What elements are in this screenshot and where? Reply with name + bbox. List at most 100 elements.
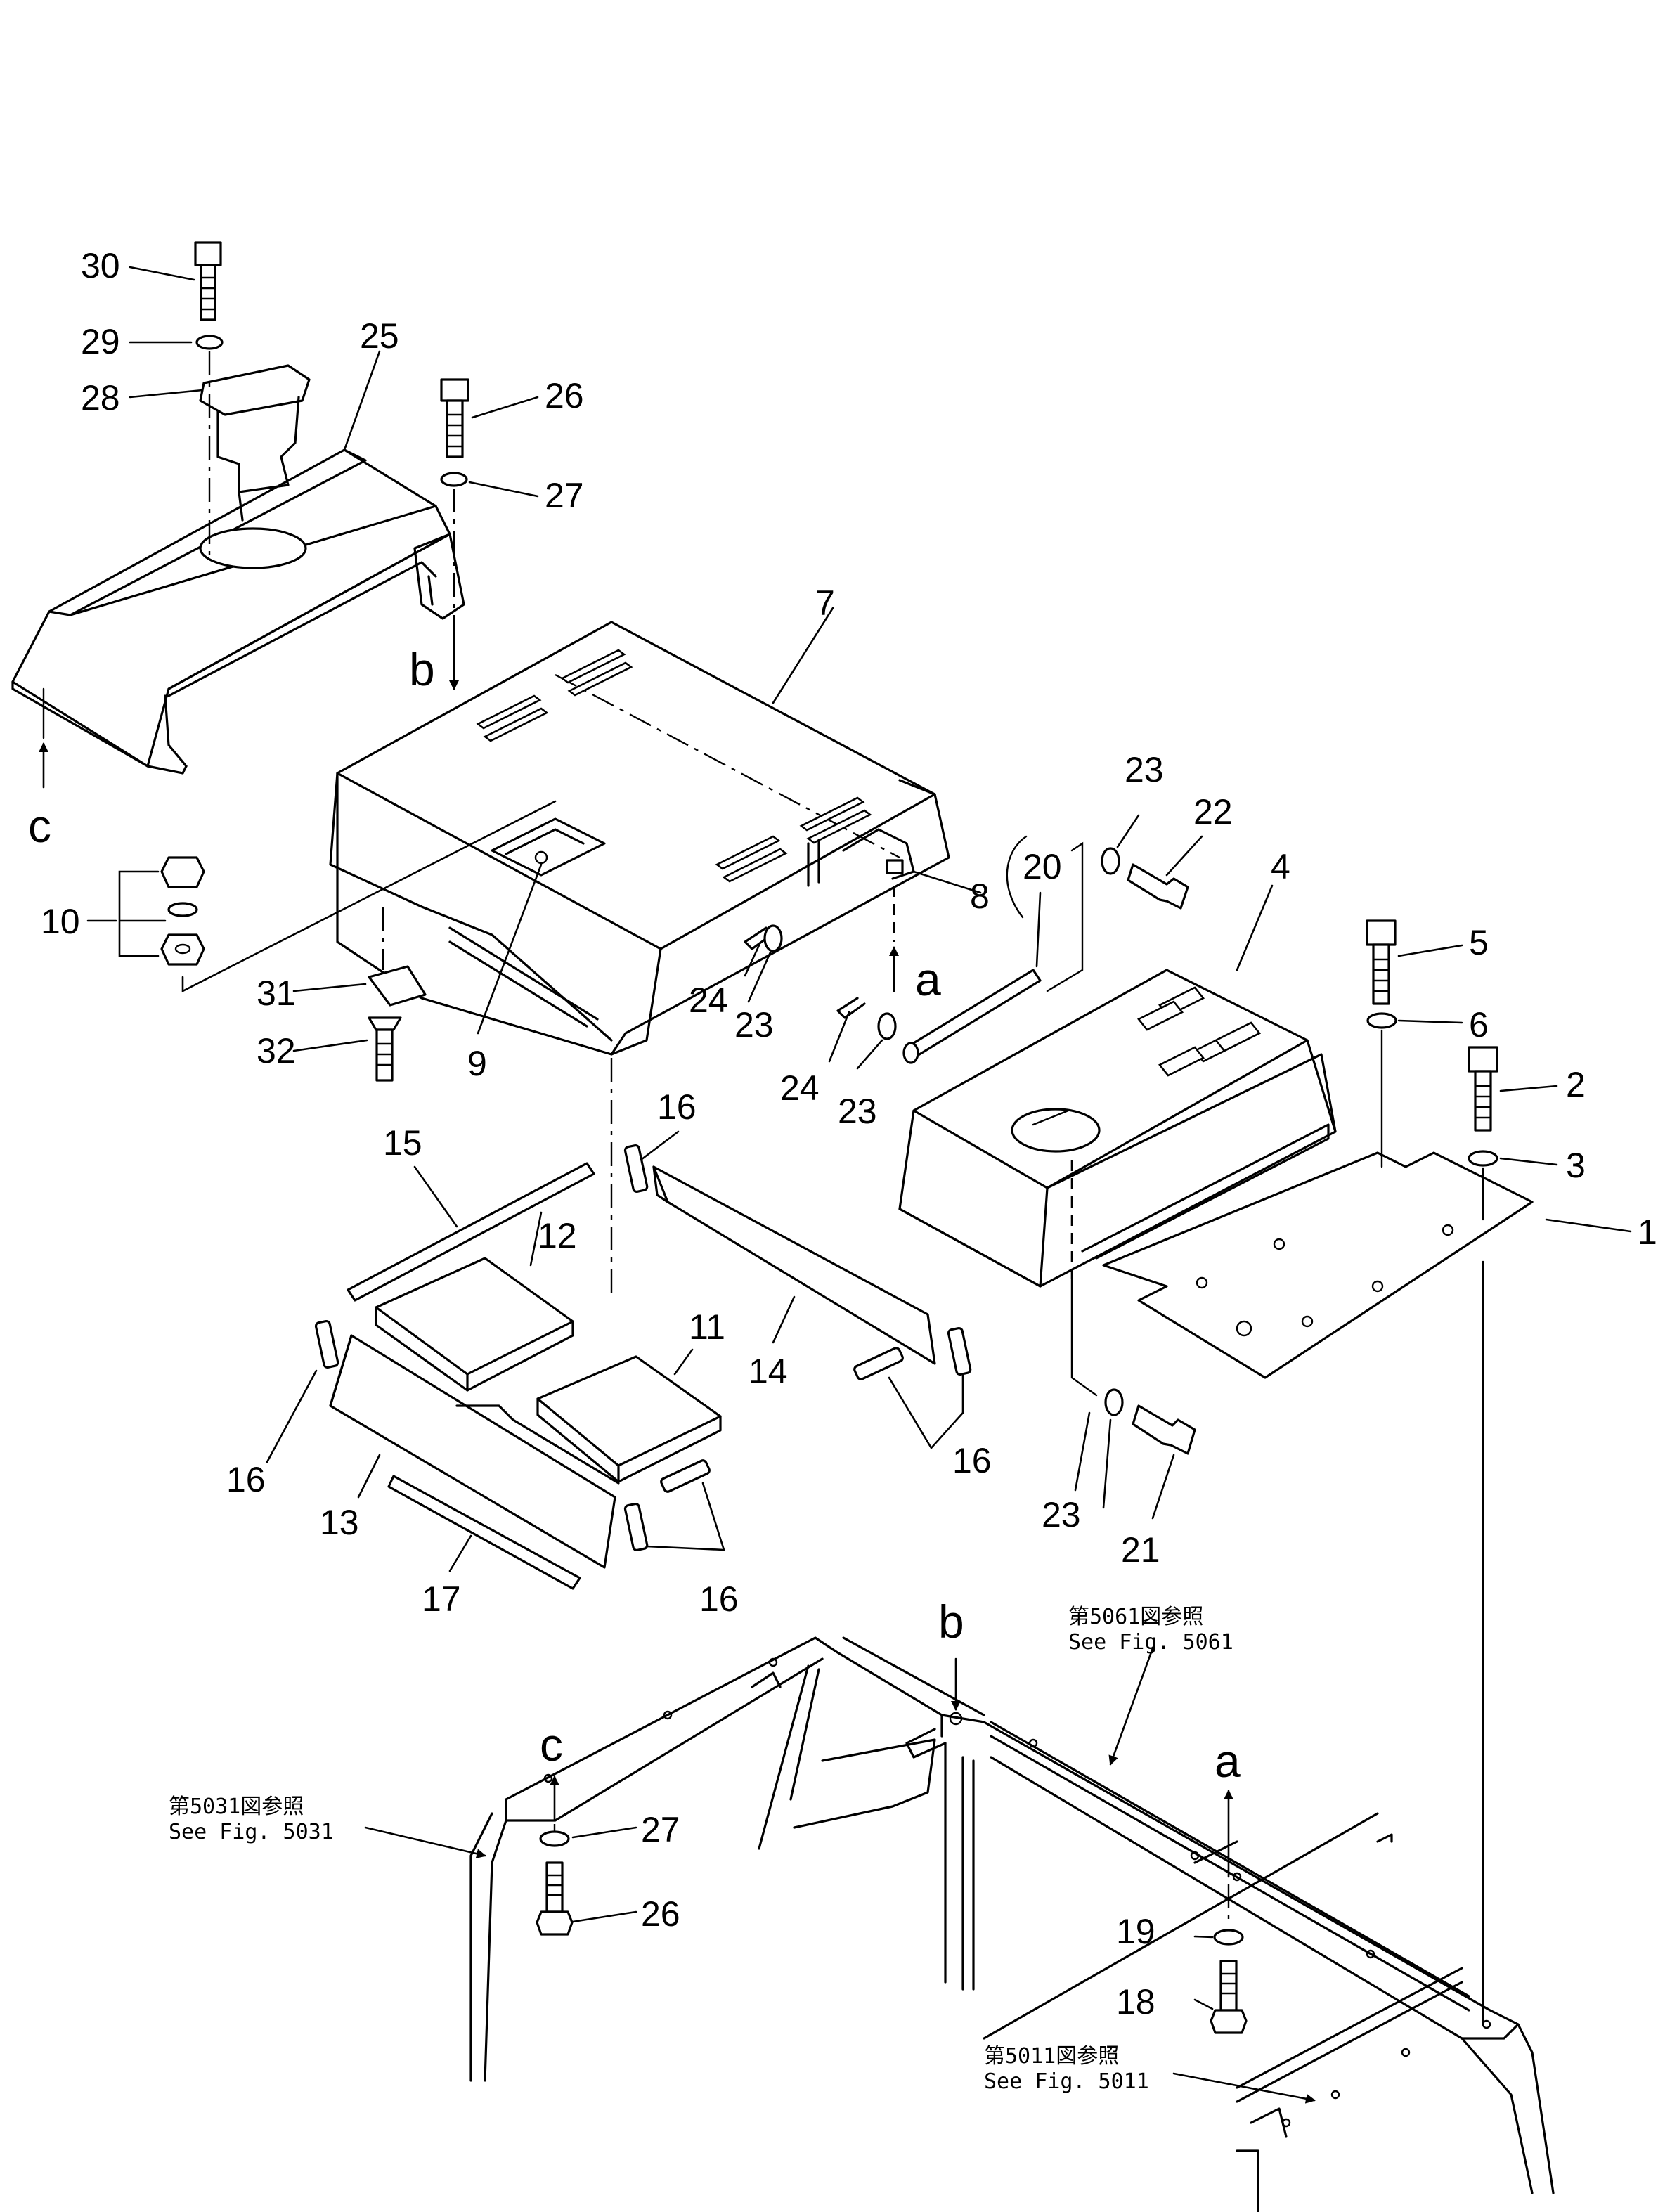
label-15: 15 (383, 1123, 422, 1163)
ref-5031-en: See Fig. 5031 (169, 1820, 334, 1844)
panel-part-14 (652, 1165, 936, 1365)
label-2: 2 (1566, 1065, 1586, 1104)
plate-part-1 (1102, 1151, 1534, 1379)
bolt-part-30 (194, 241, 222, 321)
cover-part-25 (11, 448, 465, 775)
washer-part-23-b (877, 1012, 897, 1040)
bolt-part-21 (1132, 1404, 1196, 1455)
washer-part-27-lower (539, 1830, 570, 1847)
label-14: 14 (749, 1352, 788, 1391)
bolt-part-2 (1468, 1046, 1498, 1132)
washer-part-3 (1468, 1150, 1498, 1167)
label-28: 28 (81, 378, 120, 418)
label-5: 5 (1469, 923, 1489, 962)
label-20: 20 (1023, 847, 1062, 886)
leader-lines (86, 266, 1632, 2104)
bolt-part-18 (1210, 1960, 1248, 2034)
ref-5011-jp: 第5011図参照 (984, 2044, 1119, 2069)
washer-part-19 (1213, 1929, 1244, 1946)
label-10: 10 (41, 902, 80, 941)
washer-part-6 (1366, 1012, 1397, 1029)
latch-part-8 (886, 859, 904, 874)
label-26-upper: 26 (545, 376, 584, 415)
label-4: 4 (1271, 847, 1290, 886)
bolt-part-32 (368, 1016, 402, 1082)
figure-reference-5011: 第5011図参照 See Fig. 5011 (984, 2044, 1149, 2094)
hood-vents (476, 649, 872, 883)
ref-5061-en: See Fig. 5061 (1068, 1630, 1233, 1655)
label-23-lower: 23 (1042, 1495, 1081, 1534)
washer-part-23-a (763, 924, 783, 952)
label-11: 11 (689, 1307, 725, 1347)
label-12: 12 (538, 1216, 577, 1255)
label-13: 13 (320, 1503, 359, 1542)
hood-opening-part-9 (491, 817, 606, 877)
letter-a-upper: a (915, 953, 941, 1005)
pin-part-24-lower (836, 997, 866, 1019)
label-16-a: 16 (657, 1087, 697, 1127)
frame-canopy (469, 1636, 1555, 2212)
washer-part-23-c (1101, 847, 1120, 875)
label-23-mid: 23 (838, 1092, 877, 1131)
washer-part-29 (195, 335, 224, 350)
label-7: 7 (815, 583, 835, 623)
cap-part-28 (199, 364, 311, 522)
bolt-part-22 (1127, 863, 1189, 910)
label-9: 9 (467, 1044, 487, 1083)
strip-part-17 (387, 1475, 581, 1590)
letter-c-upper: c (28, 800, 51, 852)
direction-letters: b c a b c a (28, 643, 1241, 1787)
label-21: 21 (1121, 1530, 1160, 1570)
part-number-labels: 30 29 28 25 26 27 7 8 9 10 31 32 24 23 2… (41, 246, 1657, 2022)
letter-a-lower: a (1215, 1735, 1241, 1787)
label-31: 31 (257, 974, 296, 1013)
label-16-c: 16 (226, 1460, 266, 1499)
label-30: 30 (81, 246, 120, 285)
label-24-lower: 24 (780, 1068, 820, 1108)
ref-5031-jp: 第5031図参照 (169, 1794, 304, 1819)
letter-c-lower: c (540, 1719, 563, 1771)
label-27-lower: 27 (641, 1810, 680, 1849)
rod-20-bracket (1046, 841, 1084, 992)
label-27-upper: 27 (545, 476, 584, 515)
pad-part-12 (375, 1257, 574, 1392)
label-6: 6 (1469, 1005, 1489, 1044)
spacers-part-16 (314, 1144, 972, 1552)
strip-part-15 (347, 1162, 595, 1302)
label-18: 18 (1116, 1982, 1155, 2022)
bolt-part-26-upper (440, 378, 469, 458)
plate-part-31 (368, 965, 427, 1007)
label-23-upper: 23 (734, 1005, 774, 1044)
label-16-d: 16 (699, 1579, 739, 1619)
washer-part-23-d (1104, 1388, 1124, 1416)
hood-part-7 (329, 621, 950, 1056)
panel-part-13 (329, 1334, 620, 1569)
callout-circle-20 (1006, 835, 1028, 919)
label-29: 29 (81, 322, 120, 361)
letter-b-lower: b (938, 1596, 964, 1648)
bolt-part-26-lower (536, 1861, 574, 1936)
label-26-lower: 26 (641, 1894, 680, 1934)
figure-reference-5031: 第5031図参照 See Fig. 5031 (169, 1794, 334, 1844)
label-24-upper: 24 (689, 981, 728, 1020)
label-17: 17 (422, 1579, 461, 1619)
ref-5011-en: See Fig. 5011 (984, 2069, 1149, 2094)
letter-b-upper: b (409, 643, 435, 695)
side-cover-part-4 (898, 969, 1337, 1288)
rod-part-20 (902, 969, 1042, 1064)
label-8: 8 (970, 877, 990, 916)
link-10-to-hood (181, 800, 557, 993)
axis-21 (1070, 1278, 1098, 1397)
label-3: 3 (1566, 1146, 1586, 1185)
label-19: 19 (1116, 1912, 1155, 1951)
ref-5061-jp: 第5061図参照 (1068, 1605, 1203, 1629)
bolt-part-5 (1366, 919, 1397, 1005)
label-23-right: 23 (1125, 750, 1164, 789)
label-25: 25 (360, 316, 399, 356)
label-22: 22 (1193, 792, 1233, 832)
label-32: 32 (257, 1031, 296, 1071)
figure-reference-5061: 第5061図参照 See Fig. 5061 (1068, 1605, 1233, 1655)
pad-part-11 (536, 1355, 722, 1483)
label-1: 1 (1638, 1212, 1657, 1252)
